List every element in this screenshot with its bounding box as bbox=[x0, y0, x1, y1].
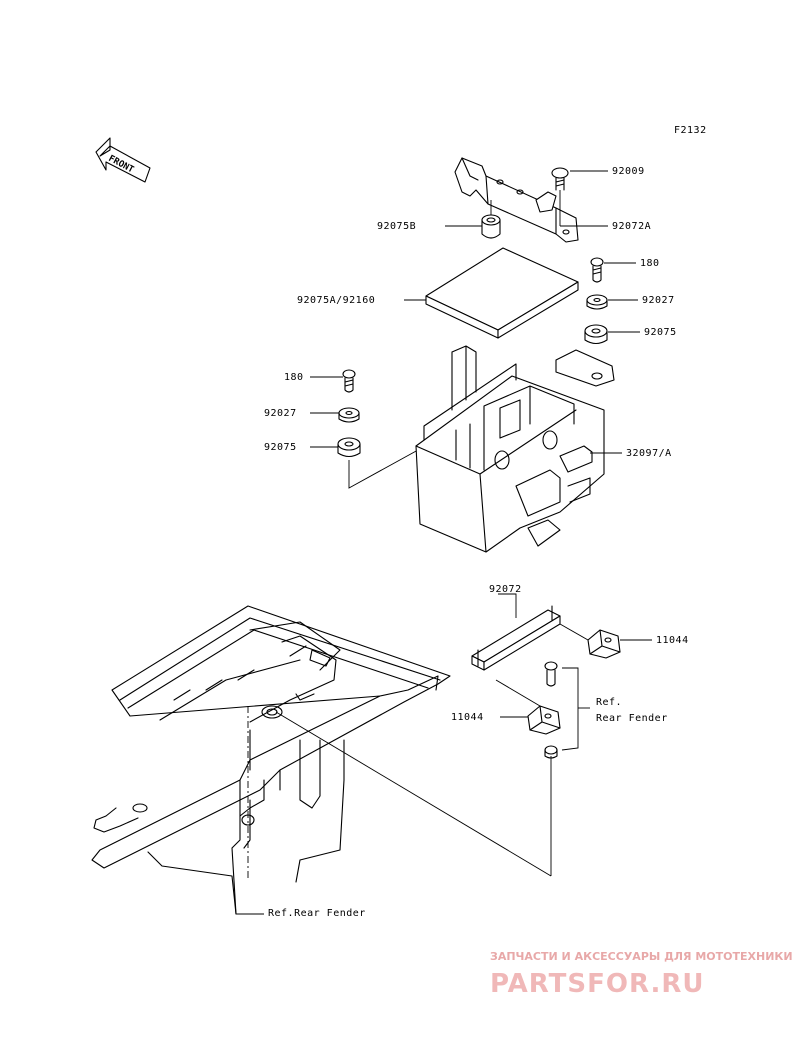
clip-11044-left bbox=[527, 705, 561, 735]
label-92009: 92009 bbox=[612, 166, 645, 177]
damper-92075-left bbox=[337, 437, 361, 458]
bolt-small bbox=[544, 661, 558, 687]
clip-11044-right bbox=[587, 629, 621, 659]
collar-92027-right bbox=[586, 294, 608, 310]
label-92075-right: 92075 bbox=[644, 327, 677, 338]
label-11044-right: 11044 bbox=[656, 635, 689, 646]
label-92075-left: 92075 bbox=[264, 442, 297, 453]
label-92072: 92072 bbox=[489, 584, 522, 595]
label-92072a: 92072A bbox=[612, 221, 651, 232]
label-32097a: 32097/A bbox=[626, 448, 672, 459]
battery-case bbox=[415, 345, 615, 553]
front-arrow-icon: FRONT bbox=[95, 137, 151, 183]
figure-code: F2132 bbox=[674, 125, 707, 136]
damper-92075-right bbox=[584, 324, 608, 345]
label-ref-rear-fender-bottom: Ref.Rear Fender bbox=[268, 908, 366, 919]
label-92027-right: 92027 bbox=[642, 295, 675, 306]
watermark-logo: PARTSFOR.RU bbox=[490, 969, 704, 999]
label-180-right: 180 bbox=[640, 258, 660, 269]
bolt-180-left bbox=[342, 369, 356, 393]
label-11044-left: 11044 bbox=[451, 712, 484, 723]
label-180-left: 180 bbox=[284, 372, 304, 383]
battery-pad bbox=[425, 247, 579, 339]
bolt-180-right bbox=[590, 257, 604, 283]
battery-hold-bracket bbox=[454, 157, 579, 243]
bolt-92009 bbox=[551, 167, 569, 191]
label-92075b: 92075B bbox=[377, 221, 416, 232]
collar-92027-left bbox=[338, 407, 360, 423]
damper-92075b bbox=[481, 214, 501, 239]
rear-fender-frame bbox=[91, 605, 451, 915]
label-ref-1: Ref. bbox=[596, 697, 622, 708]
label-92027-left: 92027 bbox=[264, 408, 297, 419]
label-ref-2: Rear Fender bbox=[596, 713, 668, 724]
watermark-tagline: ЗАПЧАСТИ И АКСЕССУАРЫ ДЛЯ МОТОТЕХНИКИ bbox=[490, 950, 793, 963]
label-92075a-92160: 92075A/92160 bbox=[297, 295, 375, 306]
